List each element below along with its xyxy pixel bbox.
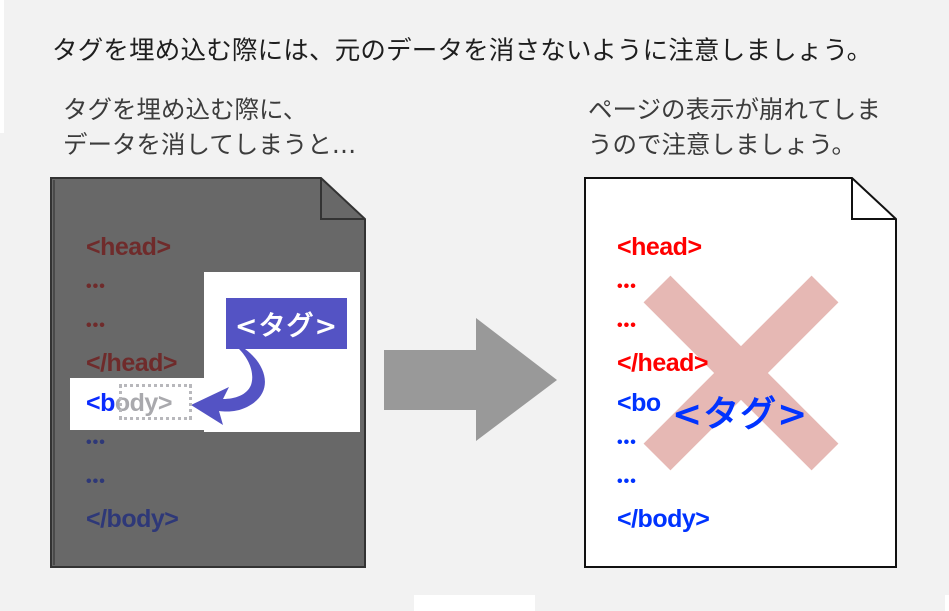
right-code-dots-1: ••• <box>617 278 637 295</box>
right-code-body-close: </body> <box>617 505 710 533</box>
erased-selection-box <box>119 384 192 420</box>
left-code-dots-2: ••• <box>86 317 106 334</box>
right-code-head-open: <head> <box>617 233 702 261</box>
left-caption-line2: データを消してしまうと… <box>63 130 357 159</box>
left-caption: タグを埋め込む際に、 データを消してしまうと… <box>63 92 356 162</box>
background-white-sliver <box>945 595 949 611</box>
left-code-head-close: </head> <box>86 349 178 377</box>
curved-insert-arrow-icon <box>191 349 265 425</box>
right-caption-line1: ページの表示が崩れてしま <box>588 95 881 124</box>
left-code-body-close: </body> <box>86 505 179 533</box>
x-mark-icon <box>643 275 839 471</box>
right-arrow-icon <box>384 318 557 441</box>
left-code-dots-3: ••• <box>86 434 106 451</box>
right-caption: ページの表示が崩れてしま うので注意しましょう。 <box>588 92 881 162</box>
left-code-dots-1: ••• <box>86 278 106 295</box>
left-code-body-open: <body> <box>86 391 172 416</box>
right-code-head-close: </head> <box>617 349 709 377</box>
body-erased-text: ody> <box>114 389 173 417</box>
right-code-body-broken: <bo <box>617 389 661 417</box>
background-white-strip <box>0 0 4 133</box>
background-white-block <box>414 595 535 611</box>
right-code-dots-2: ••• <box>617 317 637 334</box>
right-inserted-tag: <タグ> <box>672 394 809 435</box>
page-title: タグを埋め込む際には、元のデータを消さないように注意しましょう。 <box>52 36 873 66</box>
left-code-dots-4: ••• <box>86 473 106 490</box>
left-code-head-open: <head> <box>86 233 171 261</box>
right-code-dots-4: ••• <box>617 473 637 490</box>
body-remaining-text: <b <box>86 389 115 417</box>
insert-tag-box: <タグ> <box>226 298 347 349</box>
right-caption-line2: うので注意しましょう。 <box>588 130 857 159</box>
right-code-dots-3: ••• <box>617 434 637 451</box>
left-caption-line1: タグを埋め込む際に、 <box>63 95 308 124</box>
